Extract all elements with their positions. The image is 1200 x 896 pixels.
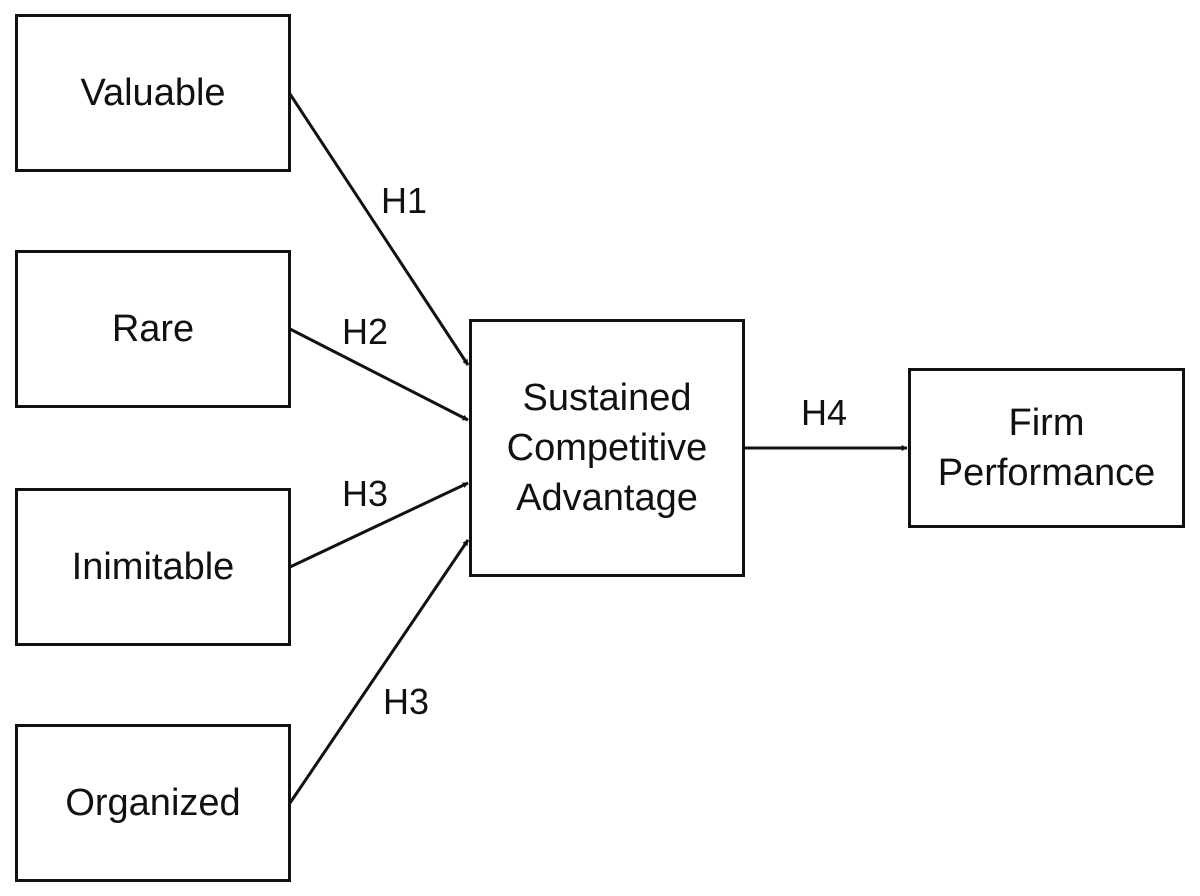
node-sca-line-2: Competitive [506, 427, 708, 469]
node-sca-line-3: Advantage [516, 477, 698, 519]
arrow-organized-to-sca [288, 539, 470, 804]
node-firm-line-2: Performance [937, 452, 1156, 494]
edge-label-h3-organized: H3 [383, 681, 430, 722]
arrow-inimitable-to-sca [289, 481, 469, 569]
edge-label-h3-inimitable: H3 [342, 473, 389, 514]
arrow-valuable-to-sca [288, 93, 470, 366]
node-rare-label: Rare [111, 308, 195, 350]
node-firm-line-1: Firm [1008, 402, 1085, 444]
node-inimitable-label: Inimitable [71, 546, 235, 588]
node-valuable-label: Valuable [80, 72, 226, 114]
node-organized-label: Organized [65, 782, 241, 824]
node-inimitable: Inimitable [15, 488, 291, 646]
node-organized: Organized [15, 724, 291, 882]
edge-label-h1: H1 [381, 180, 428, 221]
node-valuable: Valuable [15, 14, 291, 172]
edge-label-h4: H4 [801, 392, 848, 433]
node-sca-line-1: Sustained [522, 377, 692, 419]
node-firm-performance: Firm Performance [908, 368, 1185, 528]
node-rare: Rare [15, 250, 291, 408]
edge-label-h2: H2 [342, 311, 389, 352]
arrow-rare-to-sca [289, 327, 469, 422]
node-sustained-competitive-advantage: Sustained Competitive Advantage [469, 319, 745, 577]
